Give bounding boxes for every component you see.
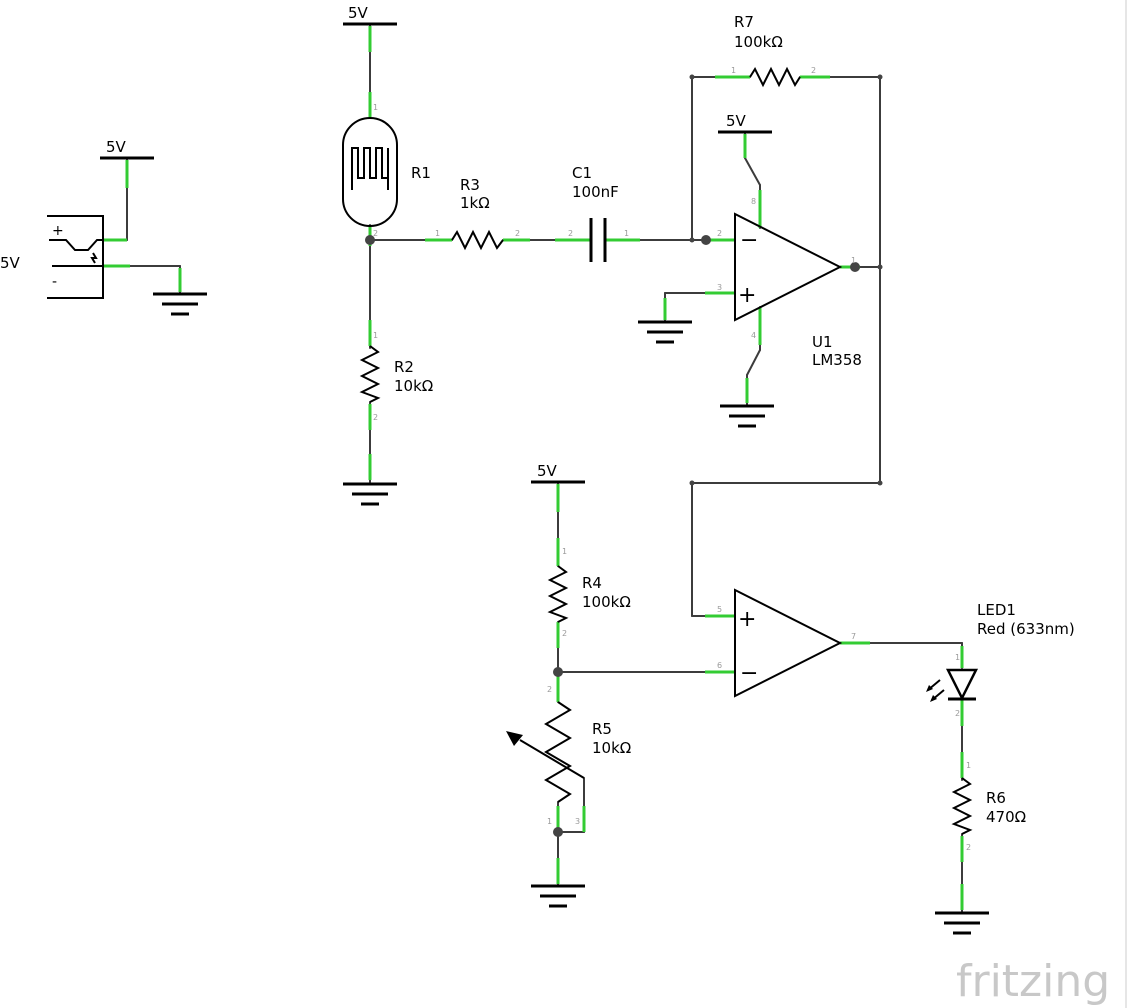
r5-ref: R5 <box>592 720 612 738</box>
r7-resistor: R7 100kΩ 1 2 <box>731 13 816 88</box>
vcc-label-jack: 5V <box>106 138 127 156</box>
svg-text:1: 1 <box>547 817 552 826</box>
u1b-plus: + <box>738 607 756 632</box>
led1-value: Red (633nm) <box>977 620 1075 638</box>
vcc-label-r4: 5V <box>537 462 558 480</box>
r5-value: 10kΩ <box>592 739 631 757</box>
ground-r6 <box>935 911 989 935</box>
u1b-minus: − <box>740 661 758 686</box>
ground-u1-plus <box>638 320 692 344</box>
ground-jack <box>153 292 207 316</box>
r2-resistor: R2 10kΩ 1 2 <box>359 331 433 422</box>
r4-ref: R4 <box>582 574 602 592</box>
u1b-opamp: + − 5 6 7 <box>717 588 856 698</box>
jack-minus-mark: - <box>52 274 57 290</box>
svg-text:2: 2 <box>717 229 722 238</box>
u1a-minus: − <box>740 228 758 253</box>
ground-symbols <box>153 292 989 935</box>
svg-text:2: 2 <box>955 709 960 718</box>
svg-text:2: 2 <box>373 413 378 422</box>
r6-resistor: R6 470Ω 1 2 <box>951 761 1026 852</box>
svg-text:1: 1 <box>373 103 378 112</box>
wires <box>102 24 963 913</box>
r2-value: 10kΩ <box>394 377 433 395</box>
r3-ref: R3 <box>460 176 480 194</box>
r4-resistor: R4 100kΩ 1 2 <box>547 547 631 638</box>
u1a-opamp: − + U1 LM358 2 3 1 8 4 <box>717 197 862 369</box>
vcc-symbols: 5V 5V 5V 5V <box>100 4 772 484</box>
r1-photoresistor: R1 1 2 <box>342 103 431 238</box>
u1a-plus: + <box>738 283 756 308</box>
svg-text:2: 2 <box>811 66 816 75</box>
svg-text:1: 1 <box>955 653 960 662</box>
r6-ref: R6 <box>986 789 1006 807</box>
u1-value: LM358 <box>812 351 862 369</box>
junction-dots <box>365 74 883 837</box>
r3-value: 1kΩ <box>460 194 490 212</box>
svg-text:2: 2 <box>568 229 573 238</box>
c1-value: 100nF <box>572 183 619 201</box>
u1-ref: U1 <box>812 333 833 351</box>
svg-text:2: 2 <box>966 843 971 852</box>
svg-text:3: 3 <box>717 283 722 292</box>
jack-value-label: 5V <box>0 254 21 272</box>
ground-r2 <box>343 482 397 506</box>
svg-text:8: 8 <box>751 197 756 206</box>
ground-r5 <box>531 884 585 908</box>
svg-text:1: 1 <box>624 229 629 238</box>
r6-value: 470Ω <box>986 808 1026 826</box>
vcc-label-r1: 5V <box>348 4 369 22</box>
svg-text:4: 4 <box>751 331 756 340</box>
r2-ref: R2 <box>394 358 414 376</box>
svg-text:2: 2 <box>515 229 520 238</box>
led1: LED1 Red (633nm) 1 2 <box>926 601 1075 718</box>
r7-value: 100kΩ <box>734 33 783 51</box>
ground-u1-pin4 <box>720 404 774 428</box>
svg-text:2: 2 <box>562 629 567 638</box>
r4-value: 100kΩ <box>582 593 631 611</box>
led1-ref: LED1 <box>977 601 1016 619</box>
pin-highlights <box>103 26 964 910</box>
vcc-label-u1: 5V <box>726 112 747 130</box>
svg-text:3: 3 <box>575 817 580 826</box>
svg-text:7: 7 <box>851 632 856 641</box>
r3-resistor: R3 1kΩ 1 2 <box>435 176 520 251</box>
svg-text:1: 1 <box>373 331 378 340</box>
fritzing-logo: fritzing <box>956 956 1110 1007</box>
r1-ref: R1 <box>411 164 431 182</box>
c1-capacitor: C1 100nF 2 1 <box>568 164 629 262</box>
svg-text:6: 6 <box>717 661 722 670</box>
c1-ref: C1 <box>572 164 592 182</box>
svg-text:1: 1 <box>435 229 440 238</box>
r7-ref: R7 <box>734 13 754 31</box>
svg-text:1: 1 <box>731 66 736 75</box>
dc-jack: + - 5V <box>0 215 104 299</box>
svg-text:1: 1 <box>851 256 856 265</box>
svg-text:5: 5 <box>717 605 722 614</box>
svg-text:2: 2 <box>373 229 378 238</box>
jack-plus-mark: + <box>52 223 64 239</box>
svg-text:1: 1 <box>562 547 567 556</box>
svg-text:2: 2 <box>547 685 552 694</box>
svg-text:1: 1 <box>966 761 971 770</box>
r5-potentiometer: R5 10kΩ 2 1 3 <box>506 685 631 826</box>
